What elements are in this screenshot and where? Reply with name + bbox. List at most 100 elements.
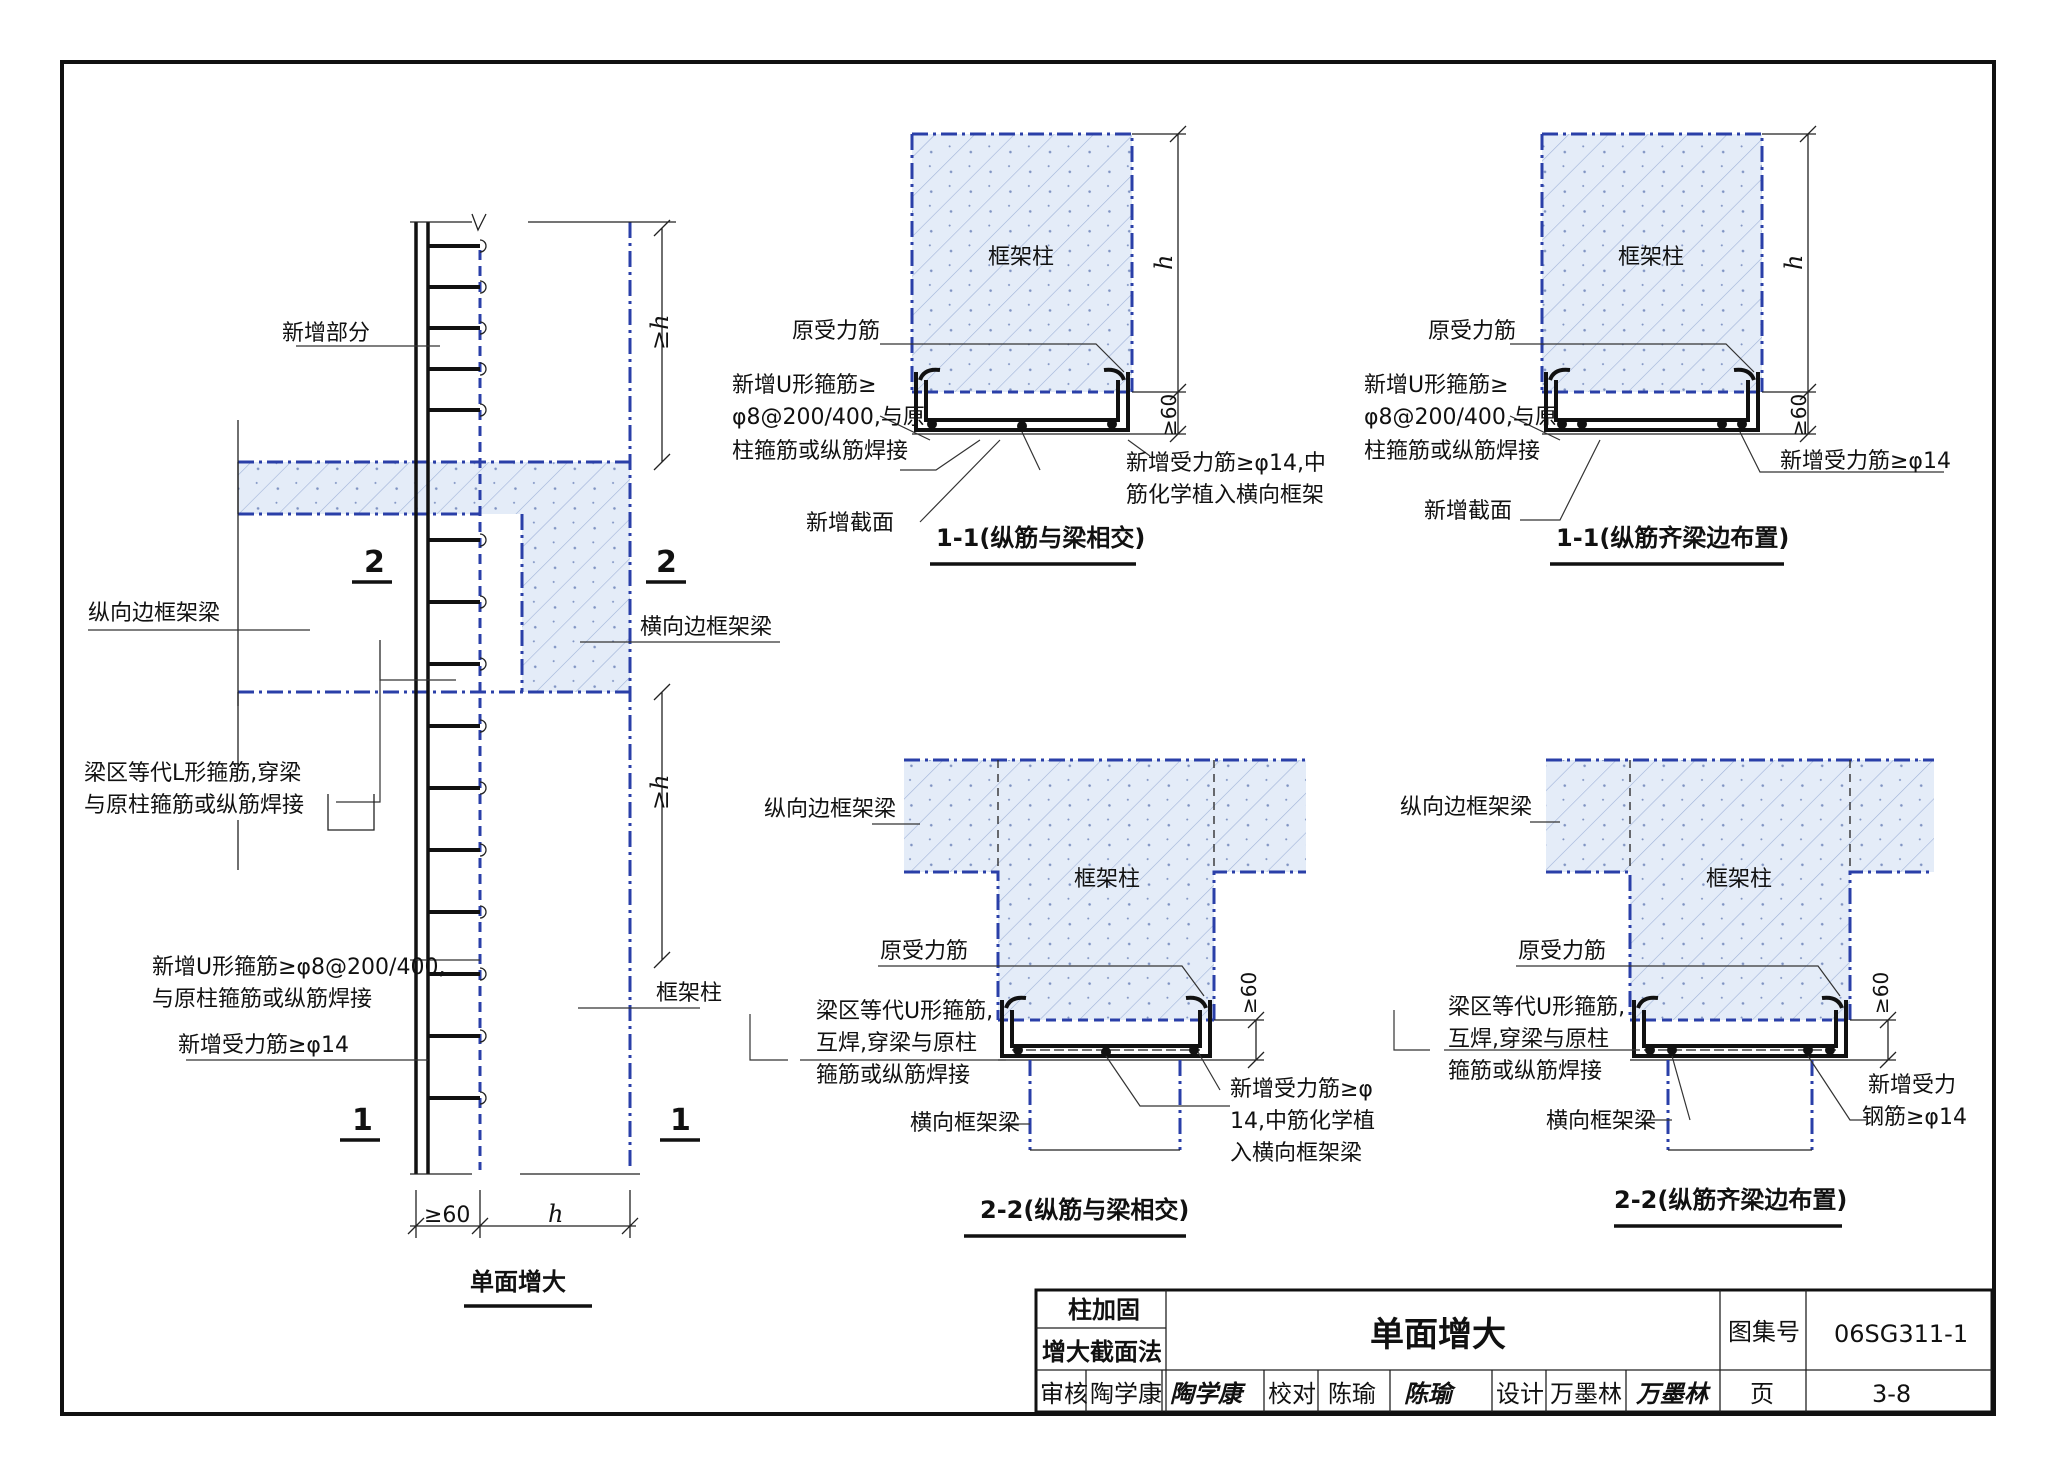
label-new-u-stirrup-1: 新增U形箍筋≥φ8@200/400, xyxy=(152,955,445,980)
transverse-beam-block xyxy=(522,514,630,692)
stirrup-hook xyxy=(479,719,487,733)
designer-signature: 万墨林 xyxy=(1635,1380,1711,1408)
frame-column-area xyxy=(1630,760,1850,1020)
stirrup-hook xyxy=(479,239,487,253)
label-new-section: 新增截面 xyxy=(1424,499,1512,524)
section-1-1-a: h ≥60 框架柱 原受力筋 新增U形箍筋≥ φ8@200/400,与原 柱箍筋… xyxy=(732,125,1326,566)
label-stirrup-2: 互焊,穿梁与原柱 xyxy=(816,1031,977,1056)
u-stirrup-rows xyxy=(428,239,487,1105)
page-number: 3-8 xyxy=(1872,1380,1911,1408)
dim-ge-h-bottom: ≥h xyxy=(646,774,674,810)
dim-ge-60: ≥60 xyxy=(1157,394,1181,436)
stirrup-hook xyxy=(479,321,487,335)
stirrup-hook xyxy=(479,533,487,547)
longitudinal-beam-right xyxy=(1850,760,1934,872)
label-transverse-edge-beam: 横向边框架梁 xyxy=(640,615,772,640)
designer-label: 设计 xyxy=(1496,1380,1544,1408)
label-new-rebar-2: 筋化学植入横向框架 xyxy=(1126,483,1324,508)
section-mark-1-left: 1 xyxy=(352,1103,373,1138)
label-u-stirrup-3: 柱箍筋或纵筋焊接 xyxy=(1364,439,1540,464)
label-u-stirrup-1: 新增U形箍筋≥ xyxy=(1364,373,1509,398)
dim-h: h xyxy=(1780,255,1808,270)
checker-label: 校对 xyxy=(1268,1380,1316,1408)
checker-name: 陈瑜 xyxy=(1328,1380,1376,1408)
label-new-rebar-1: 新增受力筋≥φ xyxy=(1230,1077,1373,1102)
category-line1: 柱加固 xyxy=(1068,1296,1140,1324)
label-orig-rebar: 原受力筋 xyxy=(880,939,968,964)
label-u-stirrup-3: 柱箍筋或纵筋焊接 xyxy=(732,439,908,464)
category-line2: 增大截面法 xyxy=(1042,1338,1162,1366)
stirrup-hook xyxy=(479,1091,487,1105)
label-orig-rebar: 原受力筋 xyxy=(1518,939,1606,964)
title-block: 柱加固 增大截面法 单面增大 图集号 06SG311-1 审核 陶学康 陶学康 … xyxy=(1034,1288,1994,1414)
stirrup-hook xyxy=(479,967,487,981)
stirrup-hook xyxy=(479,843,487,857)
longitudinal-beam-left xyxy=(1546,760,1630,872)
label-transverse-beam: 横向框架梁 xyxy=(1546,1109,1656,1134)
dim-ge-60: ≥60 xyxy=(1237,972,1261,1014)
longitudinal-beam-left xyxy=(904,760,998,872)
label-new-rebar-1: 新增受力 xyxy=(1868,1073,1956,1098)
frame-column-area xyxy=(1542,134,1762,392)
stirrup-hook xyxy=(479,362,487,376)
label-orig-rebar: 原受力筋 xyxy=(1428,319,1516,344)
section-2-2-b: ≥60 纵向边框架梁 框架柱 原受力筋 梁区等代U形箍筋, 互焊,穿梁与原柱 箍… xyxy=(1393,758,1967,1228)
label-new-section: 新增截面 xyxy=(806,511,894,536)
section-mark-1-right: 1 xyxy=(670,1103,691,1138)
label-stirrup-3: 箍筋或纵筋焊接 xyxy=(816,1063,970,1088)
reviewer-signature: 陶学康 xyxy=(1170,1380,1246,1408)
dim-h: h xyxy=(548,1200,563,1228)
stirrup-hook xyxy=(479,403,487,417)
stirrup-hook xyxy=(479,781,487,795)
label-transverse-beam: 横向框架梁 xyxy=(910,1111,1020,1136)
dim-ge-h-top: ≥h xyxy=(646,314,674,350)
longitudinal-beam-band xyxy=(238,462,630,514)
section-mark-2-left: 2 xyxy=(364,545,385,580)
dim-ge-60: ≥60 xyxy=(1869,972,1893,1014)
label-orig-rebar: 原受力筋 xyxy=(792,319,880,344)
label-new-main-rebar: 新增受力筋≥φ14 xyxy=(178,1033,349,1058)
label-new-u-stirrup-2: 与原柱箍筋或纵筋焊接 xyxy=(152,987,372,1012)
section-title: 1-1(纵筋齐梁边布置) xyxy=(1556,524,1789,552)
label-beam-zone-stirrup-2: 与原柱箍筋或纵筋焊接 xyxy=(84,793,304,818)
elevation-view: ≥h ≥h ≥60 h 2 2 1 1 新增部分 纵向边框架梁 横向边框架梁 梁… xyxy=(84,213,780,1308)
label-beam-zone-stirrup-1: 梁区等代L形箍筋,穿梁 xyxy=(84,761,301,786)
label-u-stirrup-1: 新增U形箍筋≥ xyxy=(732,373,877,398)
label-frame-column: 框架柱 xyxy=(656,981,722,1006)
label-stirrup-3: 箍筋或纵筋焊接 xyxy=(1448,1059,1602,1084)
label-longitudinal-edge-beam: 纵向边框架梁 xyxy=(764,797,896,822)
section-title: 2-2(纵筋齐梁边布置) xyxy=(1614,1186,1847,1214)
label-new-rebar-2: 钢筋≥φ14 xyxy=(1862,1105,1967,1130)
page-label: 页 xyxy=(1750,1380,1774,1408)
label-frame-column: 框架柱 xyxy=(1074,867,1140,892)
stirrup-hook xyxy=(479,595,487,609)
label-stirrup-2: 互焊,穿梁与原柱 xyxy=(1448,1027,1609,1052)
label-stirrup-1: 梁区等代U形箍筋, xyxy=(1448,995,1625,1020)
dim-ge-60: ≥60 xyxy=(424,1203,470,1228)
label-stirrup-1: 梁区等代U形箍筋, xyxy=(816,999,993,1024)
label-new-rebar-1: 新增受力筋≥φ14,中 xyxy=(1126,451,1326,476)
label-u-stirrup-2: φ8@200/400,与原 xyxy=(732,405,925,430)
label-frame-column: 框架柱 xyxy=(1618,245,1684,270)
stirrup-hook xyxy=(479,905,487,919)
stirrup-hook xyxy=(479,1029,487,1043)
section-title: 1-1(纵筋与梁相交) xyxy=(936,524,1145,552)
checker-signature: 陈瑜 xyxy=(1404,1380,1456,1408)
section-1-1-b: h ≥60 框架柱 原受力筋 新增U形箍筋≥ φ8@200/400,与原 柱箍筋… xyxy=(1364,125,1951,566)
frame-column-area xyxy=(912,134,1132,392)
longitudinal-beam-right xyxy=(1214,760,1306,872)
label-frame-column: 框架柱 xyxy=(988,245,1054,270)
label-u-stirrup-2: φ8@200/400,与原 xyxy=(1364,405,1557,430)
designer-name: 万墨林 xyxy=(1550,1380,1622,1408)
section-title: 2-2(纵筋与梁相交) xyxy=(980,1196,1189,1224)
section-2-2-a: ≥60 纵向边框架梁 框架柱 原受力筋 梁区等代U形箍筋, 互焊,穿梁与原柱 箍… xyxy=(749,758,1375,1238)
stirrup-hook xyxy=(479,657,487,671)
reviewer-label: 审核 xyxy=(1040,1380,1088,1408)
elevation-title: 单面增大 xyxy=(470,1268,566,1296)
atlas-number: 06SG311-1 xyxy=(1834,1320,1968,1348)
drawing-title: 单面增大 xyxy=(1370,1315,1506,1355)
dim-ge-60: ≥60 xyxy=(1787,394,1811,436)
label-new-rebar-3: 入横向框架梁 xyxy=(1230,1141,1362,1166)
section-mark-2-right: 2 xyxy=(656,545,677,580)
